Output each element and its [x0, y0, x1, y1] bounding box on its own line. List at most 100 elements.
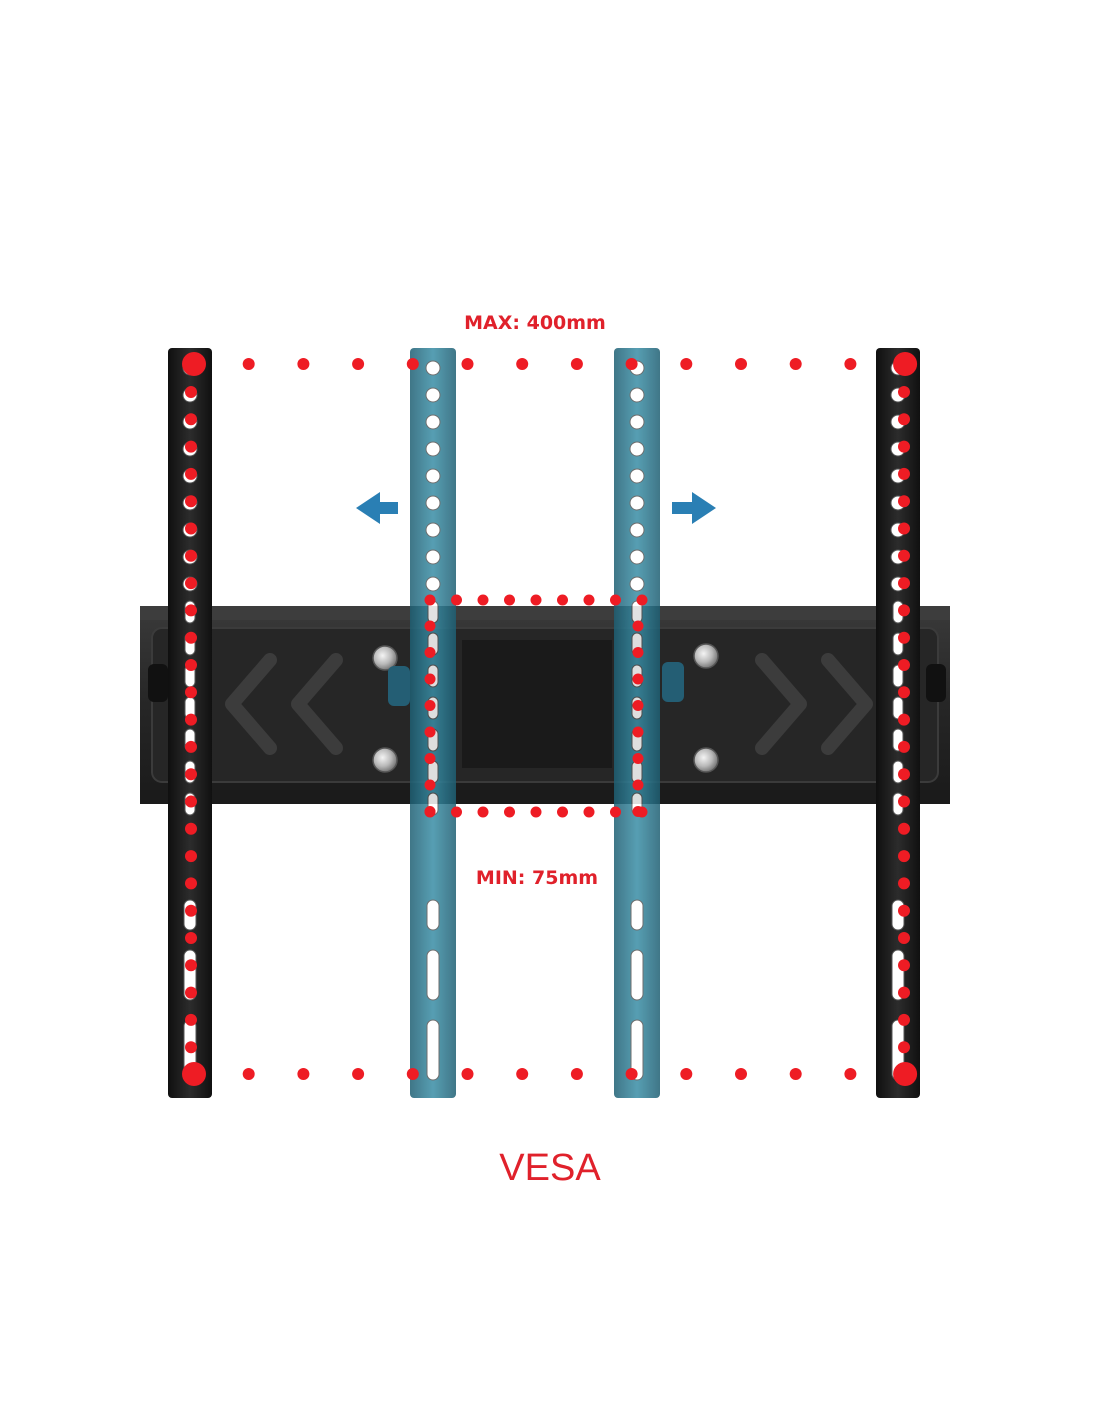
max-right-dot — [898, 440, 910, 453]
min-right-dot — [632, 700, 644, 711]
max-right-dot — [898, 549, 910, 562]
min-top-dot — [424, 594, 436, 606]
min-bottom-dot — [504, 806, 515, 818]
min-bottom-dot — [451, 806, 462, 818]
max-right-dot — [898, 577, 910, 590]
max-left-dot — [185, 440, 197, 453]
max-top-dot — [680, 358, 693, 370]
max-bottom-dot — [242, 1068, 255, 1080]
max-right-dot — [898, 713, 910, 726]
max-right-dot — [898, 768, 910, 781]
min-bottom-dot — [477, 806, 489, 818]
min-left-dot — [424, 726, 436, 738]
min-left-dot — [424, 620, 436, 632]
max-left-dot — [185, 904, 197, 917]
max-top-dot — [406, 358, 419, 370]
max-left-dot — [185, 467, 197, 480]
max-right-dot — [898, 467, 910, 480]
max-left-dot — [185, 740, 197, 753]
max-right-dot — [898, 413, 910, 426]
min-bottom-dot — [583, 806, 595, 818]
max-right-dot — [898, 659, 910, 671]
min-bottom-dot — [610, 806, 621, 818]
min-right-dot — [632, 806, 644, 817]
max-top-dot — [844, 358, 857, 370]
max-top-dot — [570, 358, 583, 370]
max-left-dot — [185, 822, 197, 835]
vesa-title: VESA — [499, 1147, 601, 1189]
max-bottom-dot — [461, 1068, 474, 1080]
max-left-dot — [185, 577, 197, 590]
max-top-dot — [352, 358, 365, 370]
min-top-dot — [636, 594, 648, 606]
left-blue-arm — [410, 348, 456, 1098]
min-left-dot — [424, 806, 436, 817]
max-left-dot — [185, 686, 197, 699]
min-left-dot — [424, 779, 436, 791]
max-right-dot — [898, 850, 910, 863]
min-top-dot — [504, 594, 515, 606]
max-bottom-dot — [297, 1068, 310, 1080]
max-right-dot — [898, 932, 910, 944]
max-right-dot — [898, 986, 910, 999]
max-right-dot — [898, 1041, 910, 1054]
right-blue-arm — [614, 348, 660, 1098]
max-right-dot — [898, 1013, 910, 1026]
max-left-dot — [185, 986, 197, 999]
max-right-dot — [898, 631, 910, 644]
max-bottom-dot — [516, 1068, 529, 1080]
max-left-dot — [185, 959, 197, 972]
max-right-dot — [898, 604, 910, 617]
max-top-dot — [625, 358, 638, 370]
max-top-dot — [789, 358, 802, 370]
min-left-dot — [424, 647, 436, 658]
max-bottom-dot — [680, 1068, 693, 1080]
min-left-dot — [424, 753, 436, 764]
arrow-right-icon — [672, 492, 716, 524]
max-top-dot — [893, 352, 918, 376]
min-right-dot — [632, 620, 644, 632]
max-left-dot — [185, 522, 197, 535]
max-bottom-dot — [735, 1068, 747, 1080]
max-right-dot — [898, 522, 910, 535]
min-left-dot — [424, 700, 436, 711]
min-top-dot — [583, 594, 595, 606]
max-top-dot — [461, 358, 474, 370]
max-right-dot — [898, 877, 910, 890]
max-left-dot — [185, 1041, 197, 1054]
max-top-dot — [735, 358, 747, 370]
max-top-dot — [516, 358, 529, 370]
max-left-dot — [185, 795, 197, 808]
max-right-dot — [898, 795, 910, 808]
max-right-dot — [898, 904, 910, 917]
max-left-dot — [185, 386, 197, 398]
max-right-dot — [898, 386, 910, 398]
max-left-dot — [185, 713, 197, 726]
max-bottom-dot — [844, 1068, 857, 1080]
max-spacing-label: MAX: 400mm — [464, 312, 606, 334]
max-left-dot — [185, 495, 197, 508]
min-right-dot — [632, 673, 644, 685]
max-left-dot — [185, 877, 197, 890]
min-top-dot — [557, 594, 568, 606]
wall-plate — [140, 606, 950, 804]
max-bottom-dot — [182, 1062, 206, 1086]
max-bottom-dot — [352, 1068, 365, 1080]
max-bottom-dot — [893, 1062, 918, 1086]
min-bottom-dot — [530, 806, 542, 818]
max-top-dot — [242, 358, 255, 370]
max-bottom-dot — [406, 1068, 419, 1080]
max-top-dot — [182, 352, 206, 376]
max-left-dot — [185, 549, 197, 562]
max-top-dot — [297, 358, 310, 370]
min-right-dot — [632, 726, 644, 738]
max-right-dot — [898, 686, 910, 699]
min-top-dot — [477, 594, 489, 606]
max-left-dot — [185, 659, 197, 671]
min-right-dot — [632, 779, 644, 791]
max-left-dot — [185, 850, 197, 863]
max-left-dot — [185, 1013, 197, 1026]
max-left-dot — [185, 413, 197, 426]
min-top-dot — [451, 594, 462, 606]
